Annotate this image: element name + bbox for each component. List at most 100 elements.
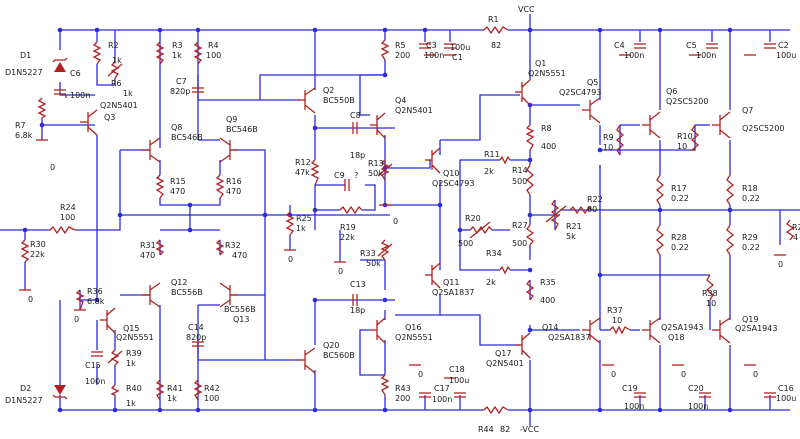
neg-vcc-label: -VCC: [520, 425, 539, 434]
r31-ref: R31: [140, 241, 156, 250]
transistor-q13: [219, 282, 238, 308]
r10-ref: R10: [677, 132, 693, 141]
resistor-r19: [339, 205, 363, 215]
r14-value: 500: [512, 177, 527, 186]
resistor-r18: [725, 174, 735, 206]
c1-value: 100u: [450, 43, 470, 52]
capacitor-c17: [419, 392, 431, 398]
r2-ref: R2: [108, 41, 119, 50]
transistor-q6: [642, 111, 661, 139]
capacitor-c18: [454, 392, 466, 398]
resistor-r21: [545, 199, 567, 231]
c18-value: 100u: [449, 376, 469, 385]
c7-value: 820p: [170, 87, 190, 96]
r35-ref: R35: [540, 278, 556, 287]
q3-part: Q2N5401: [100, 101, 138, 110]
c20-ref: C20: [688, 384, 704, 393]
resistor-r42: [193, 379, 203, 401]
r40-value: 1k: [126, 399, 136, 408]
q18-ref: Q18: [668, 333, 684, 342]
ground-label: 0: [611, 370, 616, 379]
transistor-q15: [100, 307, 116, 334]
q3-ref: Q3: [104, 113, 115, 122]
resistor-r34: [499, 265, 511, 275]
r8-ref: R8: [541, 124, 552, 133]
transistor-q1: [515, 79, 531, 106]
resistor-r30: [20, 239, 30, 263]
r42-ref: R42: [204, 384, 220, 393]
q6-part: Q2SC5200: [666, 97, 708, 106]
r36-ref: R36: [87, 287, 103, 296]
r29-ref: R29: [742, 233, 758, 242]
c19-ref: C19: [622, 384, 638, 393]
q20-part: BC560B: [323, 351, 355, 360]
transistor-q7: [712, 111, 731, 139]
r21-ref: R21: [566, 222, 582, 231]
resistor-r28: [655, 224, 665, 256]
r12-value: 47k: [295, 168, 310, 177]
d2-part: D1N5227: [5, 396, 43, 405]
r30-value: 22k: [30, 250, 45, 259]
q1-ref: Q1: [535, 59, 546, 68]
capacitor-c1: [444, 43, 456, 49]
capacitor-c5: [706, 43, 718, 49]
r35-value: 400: [540, 296, 555, 305]
r25-value: 1k: [296, 224, 306, 233]
r28-ref: R28: [671, 233, 687, 242]
capacitor-c20: [699, 392, 711, 398]
ground-label: 0: [393, 217, 398, 226]
q2-ref: Q2: [323, 86, 334, 95]
c6-value: 100n: [70, 91, 90, 100]
capacitor-c9: [344, 179, 350, 191]
resistor-r37: [609, 325, 631, 335]
r11-ref: R11: [484, 150, 500, 159]
q1-part: Q2N5551: [528, 69, 566, 78]
r6-ref: R6: [111, 79, 122, 88]
capacitor-c4: [634, 43, 646, 49]
r5-value: 200: [395, 51, 410, 60]
q4-part: Q2N5401: [395, 106, 433, 115]
c4-ref: C4: [614, 41, 625, 50]
r40-ref: R40: [126, 384, 142, 393]
q8-part: BC546B: [171, 133, 203, 142]
resistor-r8: [525, 124, 535, 151]
r16-ref: R16: [226, 177, 242, 186]
q12-ref: Q12: [171, 278, 187, 287]
c5-ref: C5: [686, 41, 697, 50]
r17-value: 0.22: [671, 194, 689, 203]
capacitor-c3: [419, 43, 431, 49]
resistor-r24: [49, 225, 76, 235]
c8-value: 18p: [350, 151, 365, 160]
r27-value: 500: [512, 239, 527, 248]
r4-ref: R4: [208, 41, 219, 50]
r32-ref: R32: [225, 241, 241, 250]
r41-ref: R41: [167, 384, 183, 393]
transistor-q19: [712, 317, 731, 344]
transistor-q3: [80, 109, 98, 136]
q14-part: Q2SA1837: [548, 333, 590, 342]
r19-value: 22k: [340, 233, 355, 242]
capacitor-c15: [91, 351, 103, 357]
q13-ref: Q13: [233, 315, 249, 324]
resistor-r3: [155, 41, 165, 65]
ground-label: 0: [28, 295, 33, 304]
resistor-r29: [725, 224, 735, 256]
passive-symbols: [20, 25, 795, 415]
q11-ref: Q11: [443, 278, 459, 287]
r15-value: 470: [170, 187, 185, 196]
r31-value: 470: [140, 251, 155, 260]
c17-value: 100n: [432, 395, 452, 404]
q17-part: Q2N5401: [486, 359, 524, 368]
r1-value: 82: [491, 41, 501, 50]
transistor-q10: [425, 147, 441, 174]
q16-part: Q2N5551: [395, 333, 433, 342]
r8-value: 400: [541, 142, 556, 151]
right-edge-ref: R2: [792, 223, 800, 232]
r16-value: 470: [226, 187, 241, 196]
r11-value: 2k: [484, 167, 494, 176]
resistor-r9: [615, 124, 625, 156]
q6-ref: Q6: [666, 87, 677, 96]
resistor-r41: [155, 379, 165, 401]
q20-ref: Q20: [323, 341, 339, 350]
